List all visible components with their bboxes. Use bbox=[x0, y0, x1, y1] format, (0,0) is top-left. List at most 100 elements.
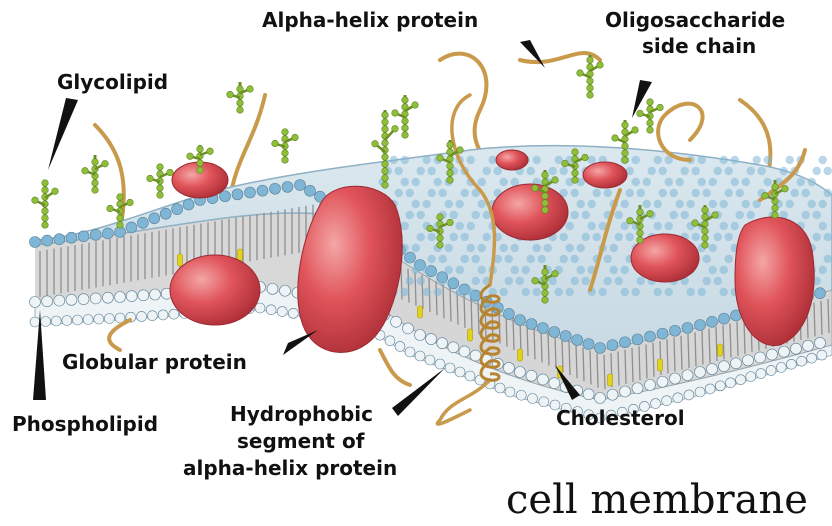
lipid-head bbox=[30, 237, 41, 248]
lipid-head bbox=[743, 355, 754, 366]
protein-back-right bbox=[583, 162, 627, 188]
chain-bead bbox=[227, 91, 234, 98]
lipid-head bbox=[66, 294, 77, 305]
surface-head bbox=[456, 222, 464, 230]
surface-head bbox=[758, 167, 766, 175]
lipid-head bbox=[115, 292, 126, 303]
chain-bead bbox=[282, 129, 289, 136]
surface-head bbox=[736, 211, 744, 219]
lipid-head bbox=[415, 351, 425, 361]
chain-bead bbox=[437, 235, 444, 242]
chain-bead bbox=[82, 167, 89, 174]
surface-head bbox=[802, 189, 810, 197]
chain-bead bbox=[392, 110, 399, 117]
lipid-head bbox=[54, 295, 65, 306]
surface-head bbox=[692, 233, 700, 241]
chain-bead bbox=[447, 170, 454, 177]
chain-bead bbox=[382, 112, 389, 119]
lipid-head bbox=[282, 181, 293, 192]
lipid-head bbox=[257, 185, 268, 196]
lipid-head bbox=[405, 347, 415, 357]
surface-head bbox=[808, 200, 816, 208]
chain-bead bbox=[632, 127, 639, 134]
lipid-head bbox=[572, 335, 583, 346]
label-side-chain: side chain bbox=[642, 34, 756, 58]
surface-head bbox=[764, 178, 772, 186]
lipid-head bbox=[465, 371, 475, 381]
chain-bead bbox=[117, 215, 124, 222]
surface-head bbox=[626, 233, 634, 241]
surface-head bbox=[819, 156, 827, 164]
chain-bead bbox=[562, 160, 569, 167]
surface-head bbox=[681, 167, 689, 175]
surface-head bbox=[505, 277, 513, 285]
lipid-head bbox=[150, 289, 161, 300]
lipid-head bbox=[445, 363, 455, 373]
chain-bead bbox=[542, 200, 549, 207]
surface-head bbox=[478, 266, 486, 274]
oligosaccharide-chain bbox=[272, 129, 299, 164]
surface-head bbox=[445, 244, 453, 252]
surface-head bbox=[395, 167, 403, 175]
chain-bead bbox=[622, 150, 629, 157]
surface-head bbox=[560, 255, 568, 263]
surface-head bbox=[500, 288, 508, 296]
chain-bead bbox=[187, 153, 194, 160]
surface-head bbox=[461, 189, 469, 197]
surface-head bbox=[687, 288, 695, 296]
lipid-head bbox=[183, 199, 194, 210]
surface-head bbox=[670, 189, 678, 197]
surface-head bbox=[505, 255, 513, 263]
surface-head bbox=[445, 266, 453, 274]
surface-head bbox=[692, 167, 700, 175]
lipid-head bbox=[126, 222, 137, 233]
surface-head bbox=[423, 156, 431, 164]
chain-bead bbox=[702, 242, 709, 249]
surface-head bbox=[670, 211, 678, 219]
surface-head bbox=[709, 178, 717, 186]
surface-head bbox=[549, 277, 557, 285]
protein-center bbox=[492, 184, 568, 240]
oligosaccharide-chain bbox=[147, 164, 174, 199]
lipid-head bbox=[425, 355, 435, 365]
surface-head bbox=[516, 277, 524, 285]
surface-head bbox=[571, 255, 579, 263]
surface-head bbox=[461, 255, 469, 263]
surface-head bbox=[412, 200, 420, 208]
surface-head bbox=[549, 167, 557, 175]
surface-head bbox=[577, 266, 585, 274]
chain-bead bbox=[637, 110, 644, 117]
surface-head bbox=[577, 200, 585, 208]
surface-head bbox=[478, 200, 486, 208]
surface-head bbox=[714, 167, 722, 175]
lipid-head bbox=[83, 315, 93, 325]
chain-bead bbox=[542, 269, 549, 276]
surface-head bbox=[720, 222, 728, 230]
lipid-head bbox=[807, 353, 817, 363]
surface-head bbox=[681, 211, 689, 219]
surface-head bbox=[588, 156, 596, 164]
surface-head bbox=[560, 233, 568, 241]
surface-head bbox=[786, 156, 794, 164]
chain-bead bbox=[542, 172, 549, 179]
surface-head bbox=[423, 288, 431, 296]
lipid-head bbox=[595, 393, 606, 404]
oligosaccharide-chain bbox=[82, 155, 109, 193]
surface-head bbox=[494, 167, 502, 175]
lipid-head bbox=[232, 189, 243, 200]
surface-head bbox=[626, 189, 634, 197]
lipid-head bbox=[415, 330, 426, 341]
surface-head bbox=[456, 266, 464, 274]
lipid-head bbox=[42, 235, 53, 246]
label-oligosaccharide: Oligosaccharide bbox=[605, 8, 785, 32]
lipid-head bbox=[30, 317, 40, 327]
surface-head bbox=[703, 277, 711, 285]
surface-head bbox=[747, 167, 755, 175]
lipid-head bbox=[403, 323, 414, 334]
lipid-head bbox=[705, 384, 715, 394]
lipid-head bbox=[779, 346, 790, 357]
lipid-head bbox=[90, 229, 101, 240]
cholesterol-mark bbox=[468, 329, 473, 341]
surface-head bbox=[472, 255, 480, 263]
chain-bead bbox=[392, 125, 399, 132]
